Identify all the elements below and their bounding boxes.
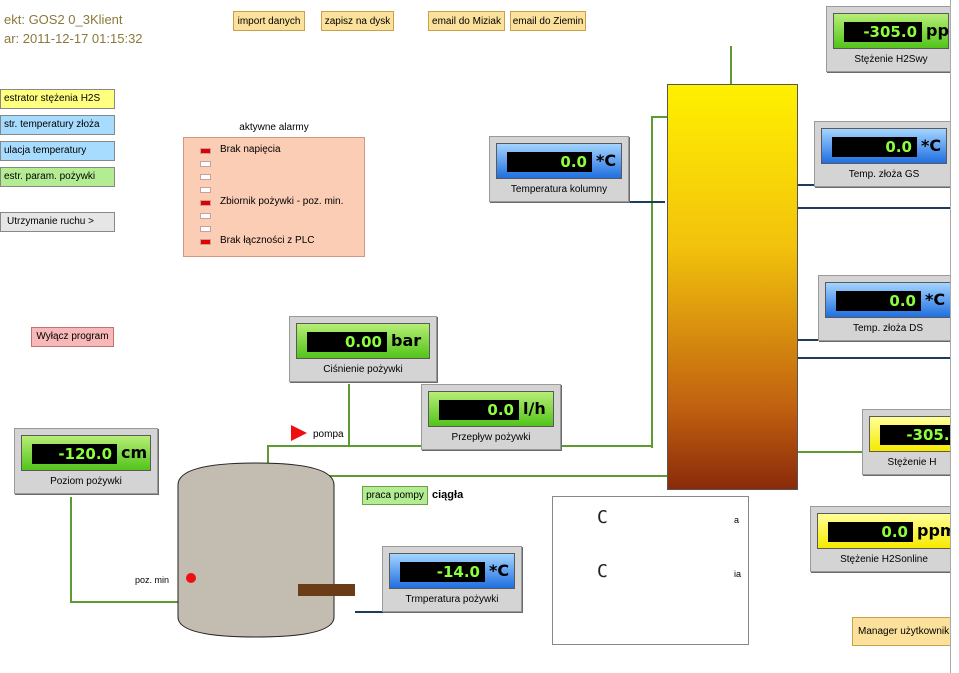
lcd-value: -120.0 <box>32 444 117 464</box>
alarm-indicator <box>200 148 211 154</box>
alarm-indicator <box>200 174 211 180</box>
display-caption: Temperatura kolumny <box>510 184 608 195</box>
lcd-value: -14.0 <box>400 562 485 582</box>
lcd-value: 0.0 <box>828 522 913 542</box>
display-frame: 0.0*C <box>821 128 947 164</box>
window-edge <box>950 0 959 673</box>
pump-label: pompa <box>313 429 344 440</box>
pump-icon[interactable] <box>290 424 308 442</box>
info-box: С a С ia <box>552 496 749 645</box>
display-caption: Stężenie H2Sonline <box>840 554 928 565</box>
display-frame: 0.0*C <box>496 143 622 179</box>
pump-mode-value: ciągła <box>432 489 464 501</box>
info-box-label-2: ia <box>734 569 742 579</box>
user-manager-button[interactable]: Manager użytkownik <box>852 617 952 646</box>
unit-label: ppm <box>917 521 957 540</box>
display-t-ds: 0.0*C Temp. złoża DS <box>818 275 958 341</box>
save-to-disk-button[interactable]: zapisz na dysk <box>321 11 394 31</box>
side-menu-item[interactable]: ulacja temperatury <box>0 141 115 161</box>
display-frame: 0.0*C <box>825 282 951 318</box>
display-caption: Stężenie H <box>887 457 937 468</box>
lcd-value: 0.0 <box>832 137 917 157</box>
lcd-value: -305.0 <box>880 425 959 445</box>
import-data-button[interactable]: import danych <box>233 11 305 31</box>
unit-label: l/h <box>523 399 546 418</box>
lcd-value: 0.0 <box>507 152 592 172</box>
unit-label: *C <box>921 136 942 155</box>
pump-mode-button[interactable]: praca pompy <box>362 486 428 505</box>
alarm-indicator <box>200 200 211 206</box>
min-level-label: poz. min <box>135 575 170 585</box>
alarm-text: Zbiornik pożywki - poz. min. <box>220 196 344 207</box>
display-frame: -14.0*C <box>389 553 515 589</box>
unit-label: *C <box>489 561 510 580</box>
column-reactor <box>667 84 798 490</box>
heater-element <box>298 584 355 596</box>
display-caption: Temp. złoża DS <box>852 323 924 334</box>
lcd-value: 0.00 <box>307 332 387 352</box>
unit-label: *C <box>925 290 946 309</box>
alarm-indicator <box>200 226 211 232</box>
side-menu-item[interactable]: estrator stężenia H2S <box>0 89 115 109</box>
email-ziemin-button[interactable]: email do Ziemin <box>510 11 586 31</box>
lcd-value: -305.0 <box>844 22 922 42</box>
exit-program-button[interactable]: Wyłącz program <box>31 327 114 347</box>
unit-label: *C <box>596 151 617 170</box>
alarm-panel-title: aktywne alarmy <box>239 122 309 133</box>
alarm-text: Brak łączności z PLC <box>220 235 315 246</box>
nutrient-tank <box>177 462 335 638</box>
project-name: ekt: GOS2 0_3Klient <box>4 12 123 27</box>
date-time: ar: 2011-12-17 01:15:32 <box>4 31 143 46</box>
lcd-value: 0.0 <box>836 291 921 311</box>
unit-label: pp <box>926 21 949 40</box>
info-box-label-1: a <box>734 515 740 525</box>
display-caption: Poziom pożywki <box>50 476 122 487</box>
unit-label: cm <box>121 443 148 462</box>
side-menu-item[interactable]: str. temperatury złoża <box>0 115 115 135</box>
alarm-text: Brak napięcia <box>220 144 281 155</box>
display-caption: Przepływ pożywki <box>451 432 531 443</box>
lcd-value: 0.0 <box>439 400 519 420</box>
email-miziak-button[interactable]: email do Miziak <box>428 11 505 31</box>
digit-glyph-1: С <box>597 507 608 528</box>
display-frame: -305.0 <box>869 416 959 452</box>
display-t-col: 0.0*C Temperatura kolumny <box>489 136 629 202</box>
display-caption: Ciśnienie pożywki <box>323 364 403 375</box>
display-t-feed: -14.0*C Trmperatura pożywki <box>382 546 522 612</box>
display-caption: Stężenie H2Swy <box>854 54 928 65</box>
side-menu-item[interactable]: estr. param. pożywki <box>0 167 115 187</box>
alarm-indicator <box>200 187 211 193</box>
alarm-indicator <box>200 213 211 219</box>
display-caption: Temp. złoża GS <box>848 169 920 180</box>
display-t-gs: 0.0*C Temp. złoża GS <box>814 121 954 187</box>
display-caption: Trmperatura pożywki <box>405 594 499 605</box>
digit-glyph-2: С <box>597 561 608 582</box>
maintenance-button[interactable]: Utrzymanie ruchu > <box>0 212 115 232</box>
unit-label: bar <box>391 331 422 350</box>
min-level-indicator <box>186 573 196 583</box>
alarm-indicator <box>200 161 211 167</box>
alarm-indicator <box>200 239 211 245</box>
